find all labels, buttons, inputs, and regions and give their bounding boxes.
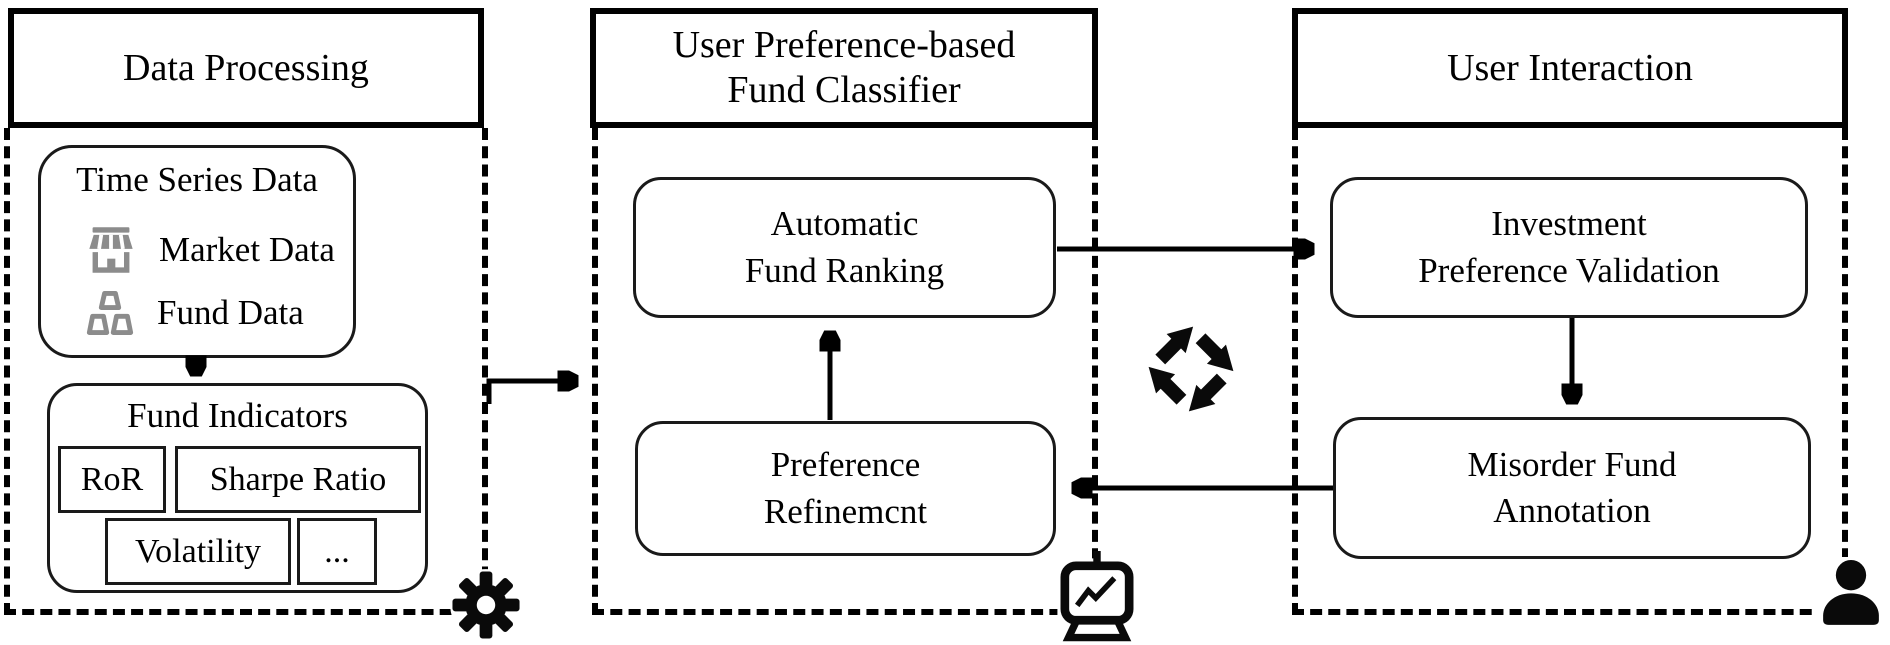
panel-title-line2: Fund Classifier bbox=[727, 69, 961, 111]
indicator-chip-ror: RoR bbox=[58, 446, 166, 513]
fund-ingots-icon bbox=[86, 290, 134, 336]
market-data-row: Market Data bbox=[85, 224, 335, 276]
gear-icon bbox=[450, 569, 522, 641]
box-line2: Refinemcnt bbox=[763, 491, 928, 531]
presentation-chart-icon bbox=[1057, 551, 1137, 645]
chip-label: Volatility bbox=[135, 532, 261, 570]
panel-title-text: User Interaction bbox=[1447, 46, 1693, 89]
data-processing-panel bbox=[4, 128, 488, 615]
panel-title-line1: User Preference-based bbox=[672, 24, 1016, 67]
indicator-chip-sharpe-ratio: Sharpe Ratio bbox=[175, 446, 421, 513]
fund-indicators-box: Fund Indicators RoR Sharpe Ratio Volatil… bbox=[47, 383, 428, 593]
market-data-label: Market Data bbox=[159, 230, 335, 269]
chip-label: RoR bbox=[80, 460, 144, 498]
preference-refinement-box: Preference Refinemcnt bbox=[635, 421, 1056, 556]
box-line1: Investment bbox=[1491, 204, 1647, 244]
indicator-chip-volatility: Volatility bbox=[105, 518, 291, 585]
box-line2: Preference Validation bbox=[1418, 250, 1720, 290]
time-series-title: Time Series Data bbox=[76, 160, 318, 199]
box-line1: Misorder Fund bbox=[1467, 444, 1677, 484]
box-line1: Preference bbox=[770, 445, 921, 485]
fund-data-label: Fund Data bbox=[157, 293, 304, 332]
user-icon bbox=[1817, 557, 1885, 633]
fund-indicators-title: Fund Indicators bbox=[127, 396, 348, 435]
user-interaction-panel bbox=[1292, 128, 1848, 615]
indicator-chip-ellipsis: ... bbox=[297, 518, 377, 585]
time-series-data-box: Time Series Data Market Data bbox=[38, 145, 356, 358]
fund-classifier-title-box: User Preference-based Fund Classifier bbox=[590, 8, 1098, 128]
investment-preference-validation-box: Investment Preference Validation bbox=[1330, 177, 1808, 318]
box-line2: Fund Ranking bbox=[744, 250, 945, 290]
box-line1: Automatic bbox=[770, 204, 919, 244]
automatic-fund-ranking-box: Automatic Fund Ranking bbox=[633, 177, 1056, 318]
chip-label: ... bbox=[324, 532, 350, 570]
fund-data-row: Fund Data bbox=[85, 288, 304, 338]
arrow-dataprocessing-to-classifier bbox=[486, 381, 572, 404]
chip-label: Sharpe Ratio bbox=[209, 460, 387, 498]
panel-title-text: Data Processing bbox=[123, 46, 369, 89]
box-line2: Annotation bbox=[1493, 491, 1651, 530]
fund-classifier-panel bbox=[592, 128, 1098, 615]
loop-arrows-icon bbox=[1138, 326, 1244, 428]
misorder-fund-annotation-box: Misorder Fund Annotation bbox=[1333, 417, 1811, 559]
market-storefront-icon bbox=[89, 227, 133, 273]
data-processing-title-box: Data Processing bbox=[8, 8, 484, 128]
user-interaction-title-box: User Interaction bbox=[1292, 8, 1848, 128]
